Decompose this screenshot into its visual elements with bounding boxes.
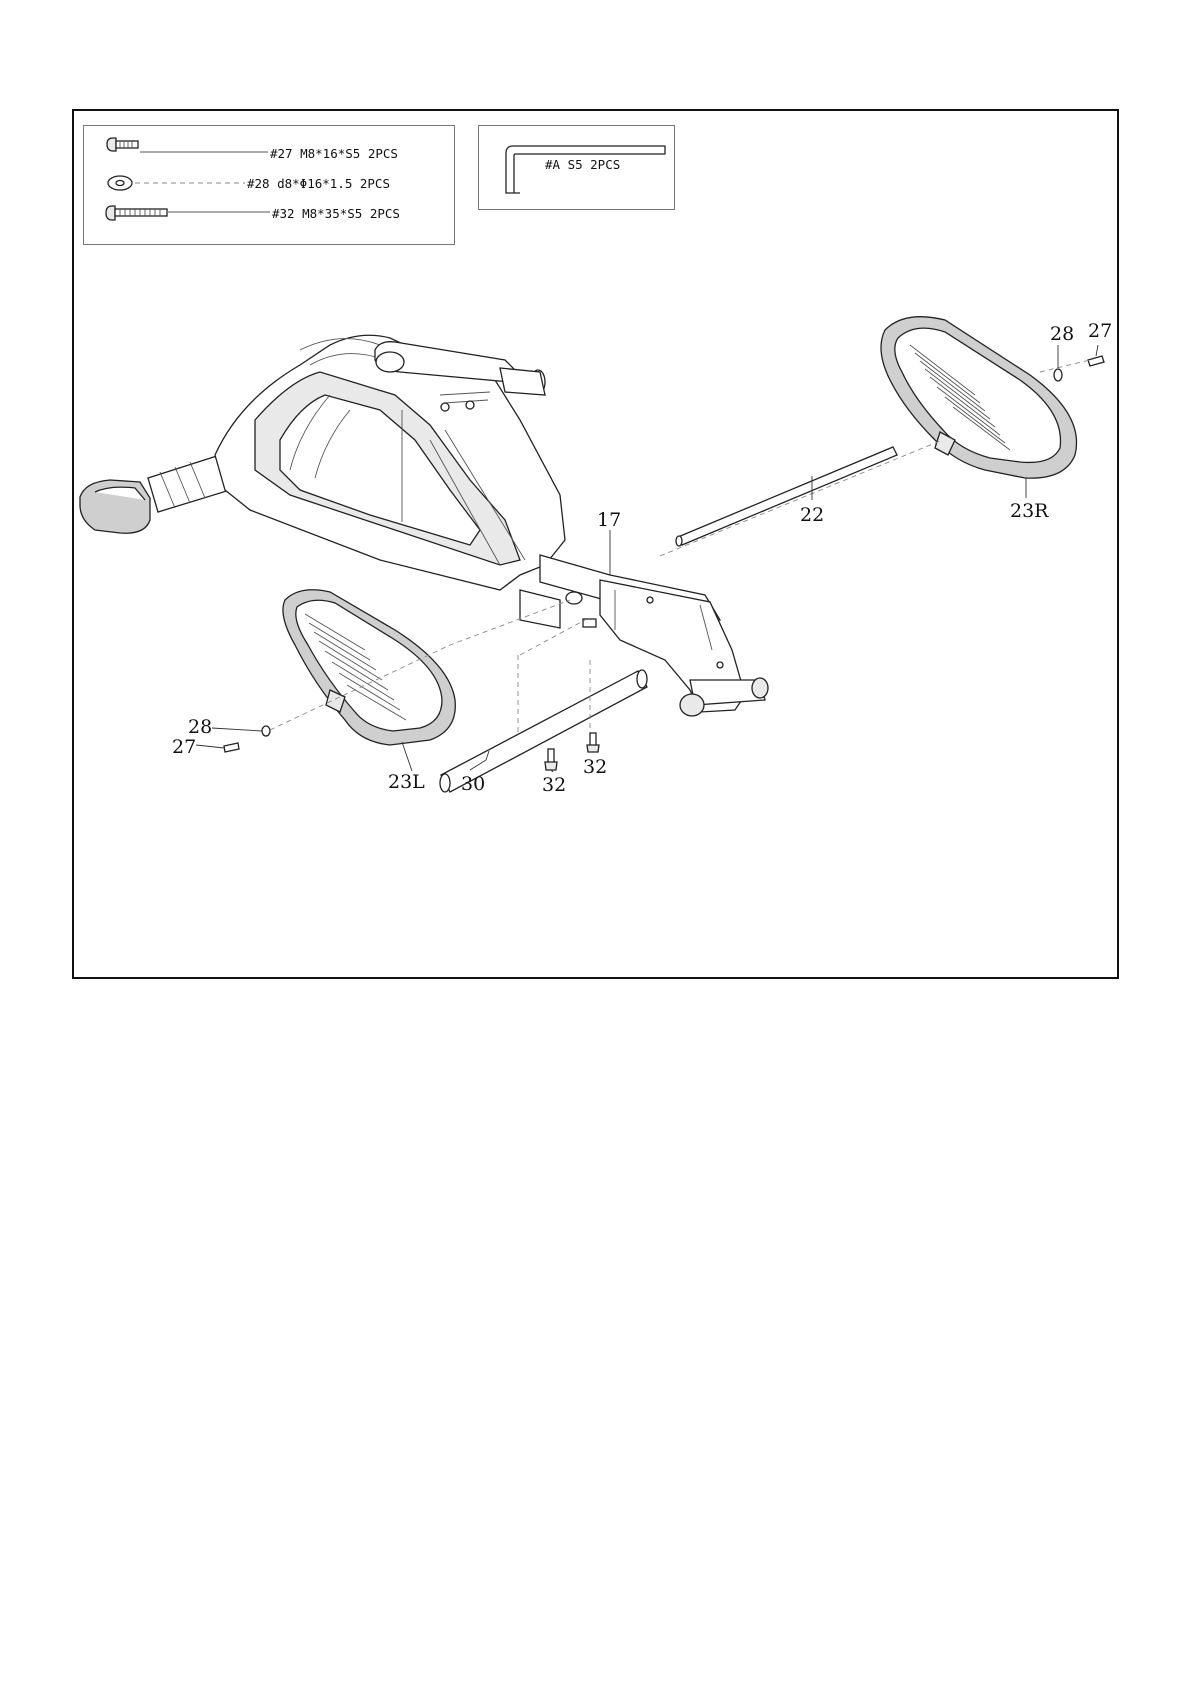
bolt-27-right-icon [1088,356,1104,366]
bolt-32-a-icon [545,749,557,770]
bolt-32-b-icon [587,733,599,752]
axle-rod-22 [676,447,897,546]
pedal-right-23r [881,317,1077,478]
callout-32-a: 32 [542,776,566,795]
callout-27-left: 27 [172,738,196,757]
long-bolt-icon [106,206,270,220]
callout-30: 30 [461,775,485,794]
tool-label: #A S5 2PCS [545,157,620,172]
washer-icon [108,176,245,190]
hardware-label-32: #32 M8*35*S5 2PCS [272,206,400,221]
callout-22: 22 [800,506,824,525]
callout-23r: 23R [1010,502,1048,521]
washer-28-right-icon [1054,369,1062,381]
callout-27-right: 27 [1088,322,1112,341]
hardware-label-28: #28 d8*Φ16*1.5 2PCS [247,176,390,191]
pedal-left-23l [283,590,455,745]
short-bolt-icon [107,138,268,152]
hardware-label-27: #27 M8*16*S5 2PCS [270,146,398,161]
callout-32-b: 32 [583,758,607,777]
callout-28-left: 28 [188,718,212,737]
bolt-27-left-icon [224,743,239,752]
washer-28-left-icon [262,726,270,736]
callout-23l: 23L [388,773,425,792]
callout-17: 17 [597,511,621,530]
callout-28-right: 28 [1050,325,1074,344]
